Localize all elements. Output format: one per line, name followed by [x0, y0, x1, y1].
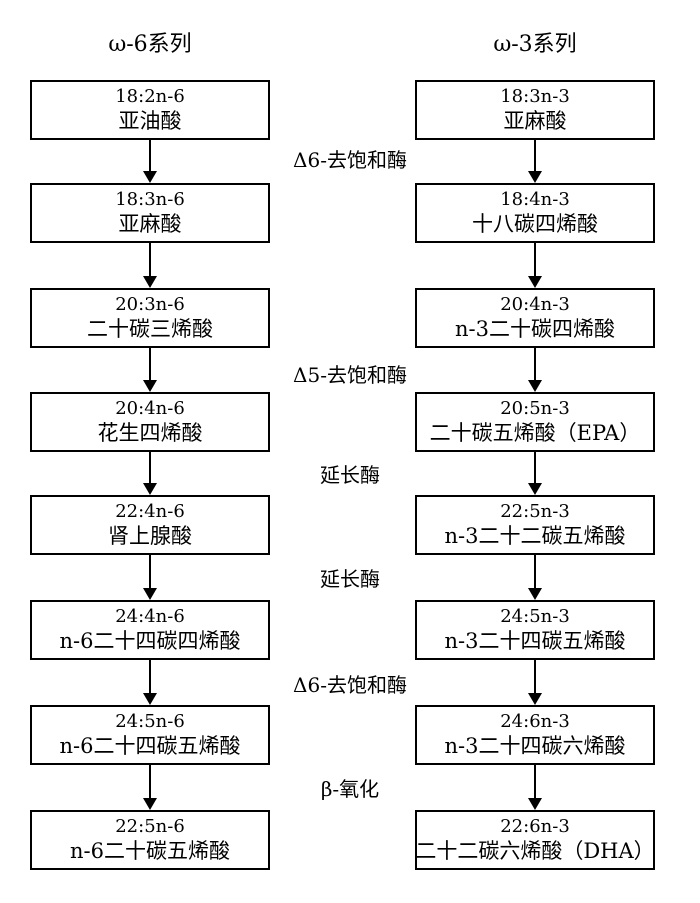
- omega3-series-title: ω-3系列: [493, 32, 577, 57]
- fatty-acid-code: 18:4n-3: [500, 189, 570, 210]
- omega6-series-title: ω-6系列: [108, 32, 192, 57]
- fatty-acid-name: 花生四烯酸: [97, 421, 203, 445]
- flow-arrow: [140, 555, 160, 600]
- flow-arrow: [525, 140, 545, 183]
- omega6-box-gla: 18:3n-6 亚麻酸: [30, 183, 270, 243]
- omega3-box-dha: 22:6n-3 二十二碳六烯酸（DHA）: [415, 810, 655, 870]
- fatty-acid-name: n-6二十四碳四烯酸: [59, 629, 241, 653]
- fatty-acid-code: 18:2n-6: [115, 86, 185, 107]
- fatty-acid-name: n-3二十二碳五烯酸: [444, 524, 626, 548]
- enzyme-label-delta5-desaturase: Δ5-去饱和酶: [293, 363, 407, 387]
- flow-arrow: [525, 452, 545, 495]
- fatty-acid-name: n-3二十四碳五烯酸: [444, 629, 626, 653]
- fatty-acid-name: 二十碳五烯酸（EPA）: [429, 421, 641, 445]
- omega3-box-sda: 18:4n-3 十八碳四烯酸: [415, 183, 655, 243]
- flow-arrow: [140, 140, 160, 183]
- flow-arrow: [525, 660, 545, 705]
- omega6-box-linoleic: 18:2n-6 亚油酸: [30, 80, 270, 140]
- fatty-acid-name: 亚麻酸: [503, 109, 567, 133]
- fatty-acid-code: 22:4n-6: [115, 501, 185, 522]
- enzyme-label-beta-oxidation: β-氧化: [320, 777, 380, 801]
- fatty-acid-code: 22:5n-6: [115, 816, 185, 837]
- fatty-acid-name: 二十碳三烯酸: [87, 317, 213, 341]
- flow-arrow: [140, 765, 160, 810]
- flow-arrow: [525, 243, 545, 288]
- fatty-acid-name: n-6二十四碳五烯酸: [59, 734, 241, 758]
- fatty-acid-name: 二十二碳六烯酸（DHA）: [415, 839, 655, 863]
- fatty-acid-code: 22:6n-3: [500, 816, 570, 837]
- fatty-acid-code: 18:3n-6: [115, 189, 185, 210]
- enzyme-label-delta6-desaturase: Δ6-去饱和酶: [293, 673, 407, 697]
- fatty-acid-code: 24:5n-6: [115, 711, 185, 732]
- omega3-box-ala: 18:3n-3 亚麻酸: [415, 80, 655, 140]
- fatty-acid-name: 肾上腺酸: [108, 524, 192, 548]
- fatty-acid-code: 24:4n-6: [115, 606, 185, 627]
- fatty-acid-name: n-3二十碳四烯酸: [455, 317, 615, 341]
- omega6-box-2455: 24:5n-6 n-6二十四碳五烯酸: [30, 705, 270, 765]
- omega6-box-adrenic: 22:4n-6 肾上腺酸: [30, 495, 270, 555]
- omega6-box-2444: 24:4n-6 n-6二十四碳四烯酸: [30, 600, 270, 660]
- omega3-box-dpa: 22:5n-3 n-3二十二碳五烯酸: [415, 495, 655, 555]
- omega3-box-2455: 24:5n-3 n-3二十四碳五烯酸: [415, 600, 655, 660]
- fatty-acid-code: 20:4n-6: [115, 398, 185, 419]
- fatty-acid-code: 20:4n-3: [500, 294, 570, 315]
- fatty-acid-code: 20:3n-6: [115, 294, 185, 315]
- fatty-acid-name: n-6二十碳五烯酸: [70, 839, 230, 863]
- flow-arrow: [140, 452, 160, 495]
- fatty-acid-code: 22:5n-3: [500, 501, 570, 522]
- flow-arrow: [525, 348, 545, 392]
- flow-arrow: [140, 660, 160, 705]
- fatty-acid-name: 亚麻酸: [118, 212, 182, 236]
- fatty-acid-code: 24:5n-3: [500, 606, 570, 627]
- enzyme-label-elongase: 延长酶: [320, 463, 380, 487]
- fatty-acid-name: 十八碳四烯酸: [472, 212, 598, 236]
- enzyme-label-delta6-desaturase: Δ6-去饱和酶: [293, 148, 407, 172]
- flow-arrow: [140, 348, 160, 392]
- flow-arrow: [525, 555, 545, 600]
- omega3-box-eta: 20:4n-3 n-3二十碳四烯酸: [415, 288, 655, 348]
- omega6-box-arachidonic: 20:4n-6 花生四烯酸: [30, 392, 270, 452]
- omega3-box-2466: 24:6n-3 n-3二十四碳六烯酸: [415, 705, 655, 765]
- flow-arrow: [525, 765, 545, 810]
- fatty-acid-code: 24:6n-3: [500, 711, 570, 732]
- omega6-box-dpa: 22:5n-6 n-6二十碳五烯酸: [30, 810, 270, 870]
- fatty-acid-name: 亚油酸: [118, 109, 182, 133]
- flow-arrow: [140, 243, 160, 288]
- omega6-box-dgla: 20:3n-6 二十碳三烯酸: [30, 288, 270, 348]
- fatty-acid-code: 18:3n-3: [500, 86, 570, 107]
- fatty-acid-code: 20:5n-3: [500, 398, 570, 419]
- omega3-box-epa: 20:5n-3 二十碳五烯酸（EPA）: [415, 392, 655, 452]
- enzyme-label-elongase: 延长酶: [320, 567, 380, 591]
- fatty-acid-name: n-3二十四碳六烯酸: [444, 734, 626, 758]
